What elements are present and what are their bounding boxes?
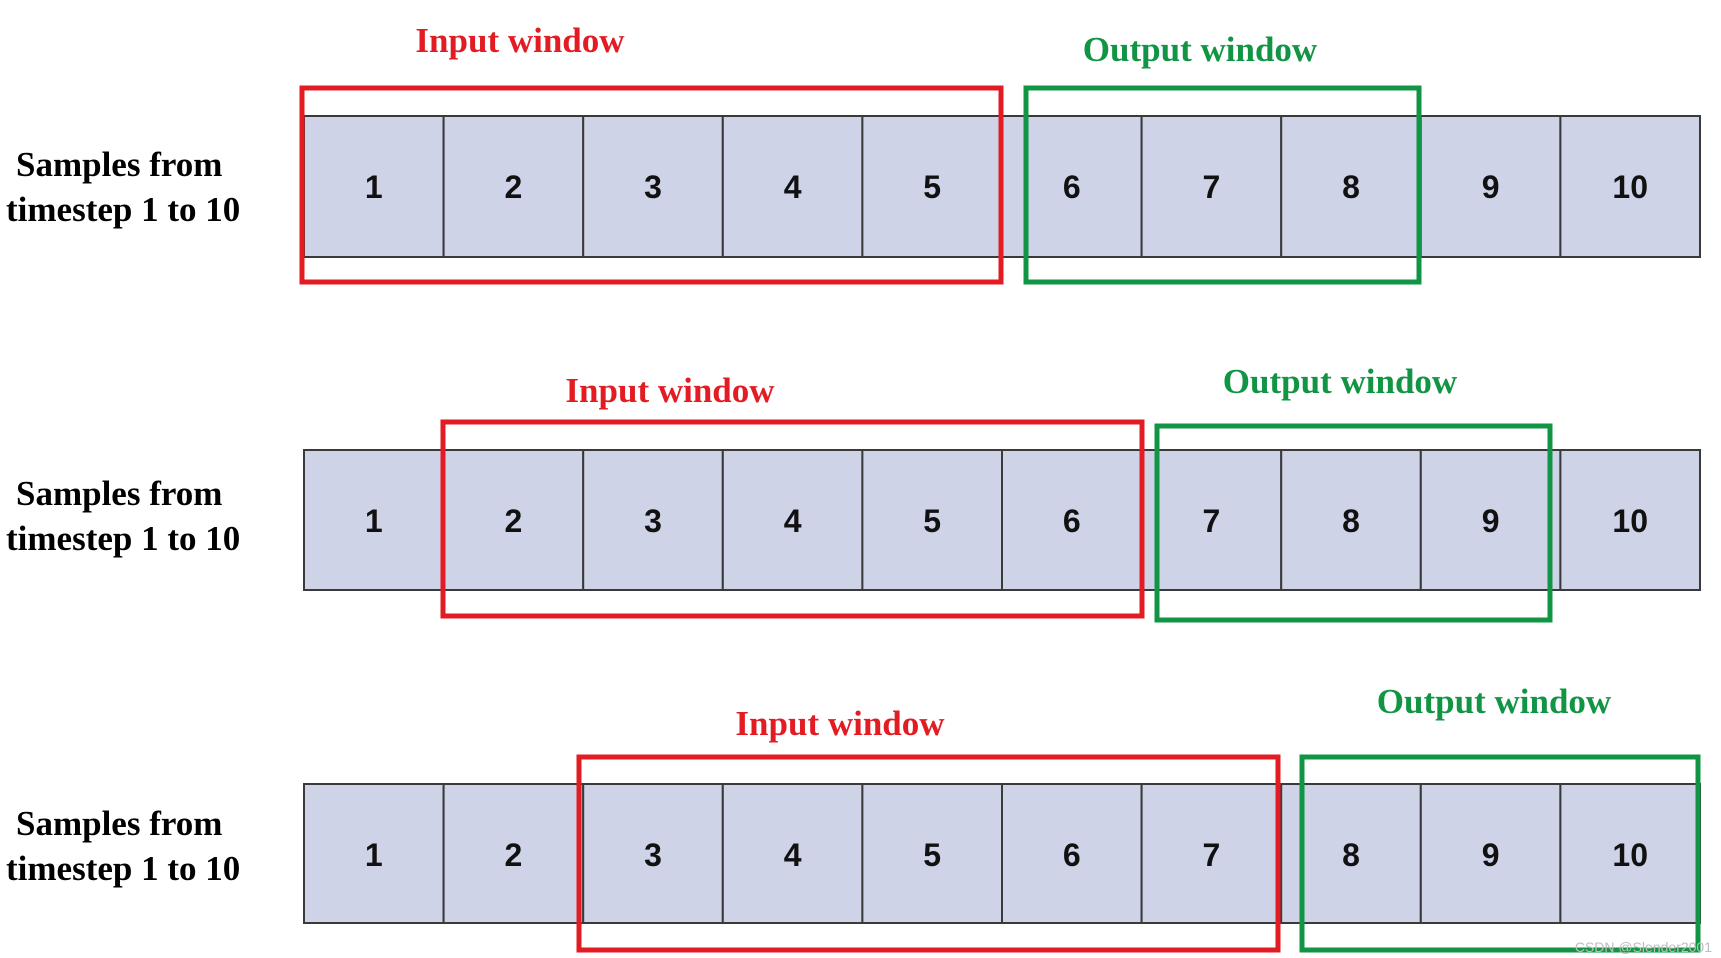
output-window-box <box>1023 85 1422 285</box>
cell-label: 8 <box>1342 503 1360 539</box>
cell <box>861 449 1004 591</box>
cell-label: 10 <box>1612 837 1648 873</box>
cell-label: 1 <box>365 503 383 539</box>
input-window-box <box>440 419 1145 619</box>
cell <box>1419 449 1562 591</box>
cell <box>303 449 445 591</box>
cell <box>582 449 724 591</box>
cell-label: 10 <box>1612 169 1648 205</box>
cell <box>721 449 864 591</box>
cell-label: 6 <box>1063 169 1081 205</box>
cell-label: 4 <box>784 503 802 539</box>
row-1: Samples from timestep 1 to 10 1 2 3 4 5 … <box>6 21 1702 285</box>
cell-label: 4 <box>784 169 802 205</box>
cell-label: 10 <box>1612 503 1648 539</box>
cell-strip: 1 2 3 4 5 6 7 8 9 10 <box>303 115 1702 258</box>
cell-label: 5 <box>923 169 941 205</box>
cell-label: 1 <box>365 837 383 873</box>
cell-label: 9 <box>1482 503 1500 539</box>
cell-label: 8 <box>1342 837 1360 873</box>
output-window-label: Output window <box>1083 30 1318 69</box>
cell <box>1559 115 1702 258</box>
cell-label: 3 <box>644 503 662 539</box>
cell-label: 1 <box>365 169 383 205</box>
input-window-box <box>576 754 1281 953</box>
cell-label: 8 <box>1342 169 1360 205</box>
cell <box>442 449 585 591</box>
cell-label: 2 <box>505 169 523 205</box>
cell-label: 7 <box>1203 503 1221 539</box>
row-label-line2: timestep 1 to 10 <box>6 849 240 888</box>
cell <box>1140 783 1283 924</box>
cell-label: 2 <box>505 503 523 539</box>
cell-strip: 1 2 3 4 5 6 7 8 9 10 <box>303 783 1702 924</box>
cell <box>303 115 445 258</box>
row-2: Samples from timestep 1 to 10 1 2 3 4 5 … <box>6 362 1702 623</box>
cell-label: 6 <box>1063 837 1081 873</box>
output-window-label: Output window <box>1377 682 1612 721</box>
cell-label: 9 <box>1482 837 1500 873</box>
cell-label: 7 <box>1203 837 1221 873</box>
row-label-line2: timestep 1 to 10 <box>6 190 240 229</box>
cell <box>1001 449 1143 591</box>
output-window-box <box>1154 423 1553 623</box>
row-label-line1: Samples from <box>16 474 222 513</box>
cell <box>442 783 585 924</box>
cell-label: 3 <box>644 837 662 873</box>
cell <box>861 783 1004 924</box>
cell <box>1419 783 1562 924</box>
output-window-label: Output window <box>1223 362 1458 401</box>
cell <box>582 115 724 258</box>
row-label-line1: Samples from <box>16 145 222 184</box>
cell <box>582 783 724 924</box>
cell-label: 7 <box>1203 169 1221 205</box>
cell <box>442 115 585 258</box>
cell-label: 4 <box>784 837 802 873</box>
cell <box>1559 783 1702 924</box>
cell-strip: 1 2 3 4 5 6 7 8 9 10 <box>303 449 1702 591</box>
cell-label: 5 <box>923 503 941 539</box>
cell <box>721 783 864 924</box>
input-window-label: Input window <box>415 21 625 60</box>
cell <box>1280 449 1422 591</box>
row-label-line1: Samples from <box>16 804 222 843</box>
row-label-line2: timestep 1 to 10 <box>6 519 240 558</box>
cell <box>861 115 1004 258</box>
input-window-label: Input window <box>735 704 945 743</box>
cell <box>1140 115 1283 258</box>
cell <box>1559 449 1702 591</box>
cell-label: 5 <box>923 837 941 873</box>
row-3: Samples from timestep 1 to 10 1 2 3 4 5 … <box>6 682 1702 953</box>
cell-label: 2 <box>505 837 523 873</box>
output-window-box <box>1299 754 1701 953</box>
cell-label: 6 <box>1063 503 1081 539</box>
input-window-label: Input window <box>565 371 775 410</box>
cell-label: 9 <box>1482 169 1500 205</box>
cell <box>1280 115 1422 258</box>
cell <box>1001 783 1143 924</box>
watermark: CSDN @Slender2001 <box>1575 939 1712 955</box>
cell <box>721 115 864 258</box>
input-window-box <box>299 85 1004 285</box>
cell-label: 3 <box>644 169 662 205</box>
